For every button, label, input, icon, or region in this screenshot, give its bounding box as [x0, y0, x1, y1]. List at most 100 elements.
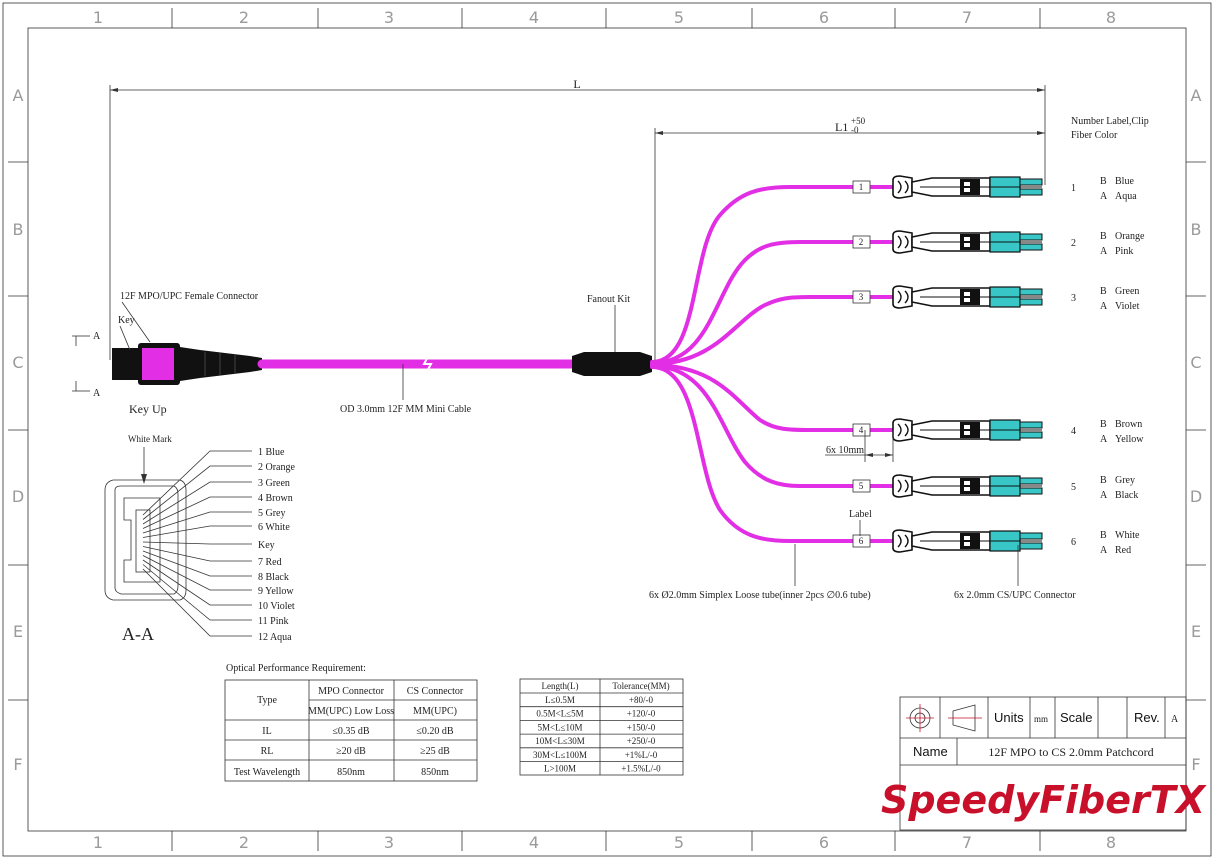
- dimension-L1-plus: +50: [851, 116, 866, 126]
- cs-connector: [892, 230, 1043, 254]
- rev-value: A: [1171, 714, 1179, 725]
- leg-number: 2: [1071, 238, 1076, 249]
- optical-title: Optical Performance Requirement:: [226, 663, 366, 674]
- fiber-leader: [142, 546, 252, 562]
- optical-table: Type MPO Connector CS Connector MM(UPC) …: [224, 679, 478, 782]
- grid-row-right: E: [1191, 622, 1201, 641]
- optical-type-header: Type: [257, 695, 277, 706]
- fanout-leg: [650, 363, 897, 432]
- loose-tube-label: 6x Ø2.0mm Simplex Loose tube(inner 2pcs …: [649, 590, 871, 601]
- leg-color-a: Black: [1115, 490, 1138, 501]
- fiber-list-item: 8 Black: [258, 572, 289, 583]
- grid-col-top: 7: [962, 8, 972, 27]
- section-view-label: A-A: [122, 624, 154, 644]
- fanout-leg: [650, 185, 897, 364]
- grid-col-top: 6: [819, 8, 829, 27]
- number-label-flag: [852, 534, 871, 548]
- optical-sub-mpo: MM(UPC) Low Loss: [308, 706, 394, 717]
- fiber-list-item: 6 White: [258, 522, 290, 533]
- inner-frame: [27, 27, 1187, 832]
- optical-row-cs: ≤0.20 dB: [416, 726, 453, 737]
- scale-label: Scale: [1060, 710, 1093, 725]
- cs-connector: [892, 529, 1043, 553]
- dimension-L1: L1 +50 -0: [654, 116, 1045, 360]
- fiber-leader: [142, 555, 252, 591]
- leg-color-b: Green: [1115, 286, 1139, 297]
- tolerance-row-tol: +80/-0: [629, 695, 654, 705]
- leg-side-b: B: [1100, 231, 1107, 242]
- optical-row-mpo: 850nm: [337, 767, 365, 778]
- leg-color-a: Yellow: [1115, 434, 1144, 445]
- number-label-flag-text: 4: [859, 425, 864, 435]
- breakout-dimension: 6x 10mm: [825, 430, 894, 462]
- tolerance-row-length: L≤0.5M: [545, 695, 575, 705]
- fanout-leg: [650, 365, 897, 543]
- tolerance-row-tol: +1.5%L/-0: [621, 764, 661, 774]
- fanout-kit-label: Fanout Kit: [587, 294, 630, 305]
- fiber-list-item: 5 Grey: [258, 508, 286, 519]
- optical-row-mpo: ≤0.35 dB: [332, 726, 369, 737]
- leg-side-b: B: [1100, 419, 1107, 430]
- number-label-flag: [852, 180, 871, 194]
- name-value: 12F MPO to CS 2.0mm Patchcord: [988, 745, 1153, 759]
- tolerance-col-length: Length(L): [542, 681, 579, 691]
- number-label-flag: [852, 235, 871, 249]
- grid-col-top: 4: [529, 8, 539, 27]
- grid-col-bottom: 7: [962, 833, 972, 852]
- grid-col-bottom: 4: [529, 833, 539, 852]
- fanout-leg: [650, 364, 897, 488]
- fiber-list-item: 4 Brown: [258, 493, 293, 504]
- dimension-L: L: [109, 77, 1046, 360]
- leg-side-b: B: [1100, 176, 1107, 187]
- leg-color-b: Brown: [1115, 419, 1142, 430]
- grid-row-left: C: [12, 353, 23, 372]
- fiber-list-item: 3 Green: [258, 478, 290, 489]
- optical-row-name: IL: [262, 726, 271, 737]
- grid-col-top: 5: [674, 8, 684, 27]
- tolerance-row-tol: +250/-0: [627, 736, 656, 746]
- grid-col-top: 2: [239, 8, 249, 27]
- fiber-list-item: 1 Blue: [258, 447, 285, 458]
- fanout-kit: [572, 352, 652, 376]
- leg-color-a: Red: [1115, 545, 1131, 556]
- cs-connector: [892, 175, 1043, 199]
- leg-color-a: Violet: [1115, 301, 1140, 312]
- dimension-L-label: L: [573, 77, 580, 91]
- leg-side-a: A: [1100, 191, 1108, 202]
- number-label-flag-text: 6: [859, 536, 864, 546]
- key-up-label: Key Up: [129, 402, 167, 416]
- mpo-connector-label: 12F MPO/UPC Female Connector: [120, 291, 259, 302]
- white-mark-label: White Mark: [128, 434, 172, 444]
- fiber-leader: [142, 550, 252, 577]
- leg-side-a: A: [1100, 490, 1108, 501]
- fiber-leader: [142, 465, 252, 520]
- leg-number: 1: [1071, 183, 1076, 194]
- fiber-leader: [142, 559, 252, 606]
- number-label-flag-text: 2: [859, 237, 864, 247]
- units-value: mm: [1034, 714, 1048, 724]
- leg-color-b: Orange: [1115, 231, 1145, 242]
- tolerance-col-tol: Tolerance(MM): [612, 681, 669, 691]
- leg-color-b: White: [1115, 530, 1140, 541]
- label-callout: Label: [849, 509, 872, 520]
- optical-row-cs: ≥25 dB: [420, 746, 450, 757]
- fiber-list-item: 2 Orange: [258, 462, 295, 473]
- mpo-connector: [112, 301, 262, 385]
- grid-row-left: A: [13, 86, 24, 105]
- leg-side-a: A: [1100, 434, 1108, 445]
- grid-col-bottom: 8: [1106, 833, 1116, 852]
- tolerance-row-length: L>100M: [544, 764, 576, 774]
- optical-row-mpo: ≥20 dB: [336, 746, 366, 757]
- number-label-flag: [852, 423, 871, 437]
- section-a-top: A: [93, 331, 101, 342]
- tolerance-table: L≤0.5M+80/-00.5M<L≤5M+120/-05M<L≤10M+150…: [519, 678, 684, 776]
- fiber-leader: [142, 568, 252, 637]
- fiber-list-item: 10 Violet: [258, 601, 295, 612]
- dimension-L1-minus: -0: [851, 125, 859, 135]
- title-block: Units mm Scale Rev. A Name 12F MPO to CS…: [881, 696, 1207, 831]
- fiber-leader: [142, 564, 252, 621]
- fiber-list-item: 12 Aqua: [258, 632, 292, 643]
